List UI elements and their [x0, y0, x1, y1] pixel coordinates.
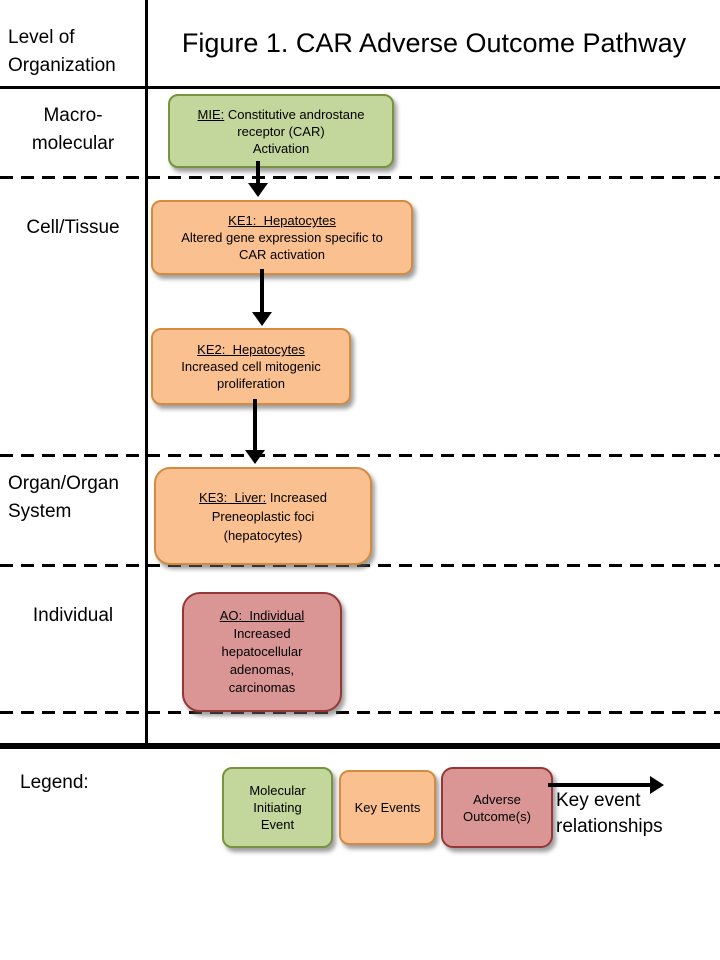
column-divider-line	[145, 0, 148, 747]
arrow-mie-to-ke1	[248, 161, 268, 197]
ke2-box-line3: proliferation	[217, 376, 285, 391]
ao-box-line3: hepatocellular	[221, 644, 303, 659]
level-label-cell-tissue: Cell/Tissue	[26, 217, 120, 238]
ao-box-line5: carcinomas	[228, 680, 296, 695]
ke2-box-heading: KE2: Hepatocytes	[197, 342, 305, 357]
level-label-macromolecular-line1: Macro-	[43, 105, 103, 126]
legend-key-event-label-line2: relationships	[556, 816, 663, 837]
mie-box-heading-rest: Constitutive androstane	[224, 106, 365, 122]
ao-box-line2: Increased	[233, 626, 291, 641]
level-divider-cell-tissue	[0, 454, 720, 457]
legend-key-event-label-line1: Key event	[556, 790, 641, 811]
ke2-box: KE2: Hepatocytes Increased cell mitogeni…	[151, 328, 351, 405]
ke1-box-line3: CAR activation	[239, 247, 325, 262]
mie-box: MIE: Constitutive androstane receptor (C…	[168, 94, 394, 168]
axis-title-line2: Organization	[8, 55, 116, 76]
arrow-shaft	[253, 399, 257, 450]
legend-title: Legend:	[20, 772, 89, 793]
level-divider-macromolecular	[0, 176, 720, 179]
level-label-organ-line2: System	[8, 501, 72, 522]
legend-mie-line3: Event	[260, 817, 295, 832]
level-divider-organ	[0, 564, 720, 567]
arrow-head-icon	[252, 312, 272, 326]
level-label-macromolecular: Macro- molecular	[0, 102, 146, 158]
axis-title: Level of Organization	[8, 24, 116, 80]
mie-box-heading: MIE:	[197, 106, 225, 122]
level-divider-individual	[0, 711, 720, 714]
ke3-box-line2: Preneoplastic foci	[211, 508, 315, 524]
level-label-macromolecular-line2: molecular	[31, 133, 115, 154]
ke1-box: KE1: Hepatocytes Altered gene expression…	[151, 200, 413, 275]
arrow-head-icon	[248, 183, 268, 197]
ke3-box-line3: (hepatocytes)	[223, 527, 303, 543]
level-label-organ-line1: Organ/Organ	[8, 473, 119, 494]
legend-mie-box: Molecular Initiating Event	[222, 767, 333, 848]
arrow-shaft	[260, 269, 264, 312]
legend-mie-line2: Initiating	[253, 800, 302, 815]
legend-key-event-arrow	[548, 776, 664, 794]
header-divider-line	[0, 86, 720, 89]
legend-ke-line1: Key Events	[354, 800, 421, 815]
arrow-ke2-to-ke3	[245, 399, 265, 464]
ke3-box: KE3: Liver: Increased Preneoplastic foci…	[154, 467, 372, 565]
arrow-head-icon	[650, 776, 664, 794]
ao-box-line4: adenomas,	[229, 662, 295, 677]
legend-ke-box: Key Events	[339, 770, 436, 845]
figure-title: Figure 1. CAR Adverse Outcome Pathway	[181, 28, 687, 58]
arrow-head-icon	[245, 450, 265, 464]
mie-box-heading-line: MIE: Constitutive androstane	[198, 106, 365, 123]
legend-ao-box: Adverse Outcome(s)	[441, 767, 553, 848]
arrow-shaft	[548, 783, 650, 787]
legend-divider-line	[0, 743, 720, 749]
mie-box-line2: receptor (CAR)	[237, 123, 325, 139]
legend-mie-line1: Molecular	[249, 783, 306, 798]
ke1-box-line2: Altered gene expression specific to	[181, 230, 383, 245]
ke3-box-heading: KE3: Liver:	[199, 489, 267, 505]
level-label-individual: Individual	[32, 605, 114, 626]
arrow-shaft	[256, 161, 260, 183]
arrow-ke1-to-ke2	[252, 269, 272, 326]
mie-box-line3: Activation	[252, 140, 310, 156]
level-label-organ: Organ/Organ System	[0, 470, 154, 526]
ao-box-heading: AO: Individual	[219, 608, 305, 623]
ke3-box-heading-line: KE3: Liver: Increased	[199, 488, 327, 507]
legend-key-event-label: Key event relationships	[556, 788, 663, 840]
ke1-box-heading: KE1: Hepatocytes	[228, 213, 336, 228]
ke3-box-heading-rest: Increased	[266, 489, 327, 505]
ao-box: AO: Individual Increased hepatocellular …	[182, 592, 342, 712]
legend-ao-line1: Adverse	[473, 791, 521, 807]
legend-ao-line2: Outcome(s)	[463, 808, 531, 824]
axis-title-line1: Level of	[8, 27, 75, 48]
ke2-box-line2: Increased cell mitogenic	[181, 359, 321, 374]
